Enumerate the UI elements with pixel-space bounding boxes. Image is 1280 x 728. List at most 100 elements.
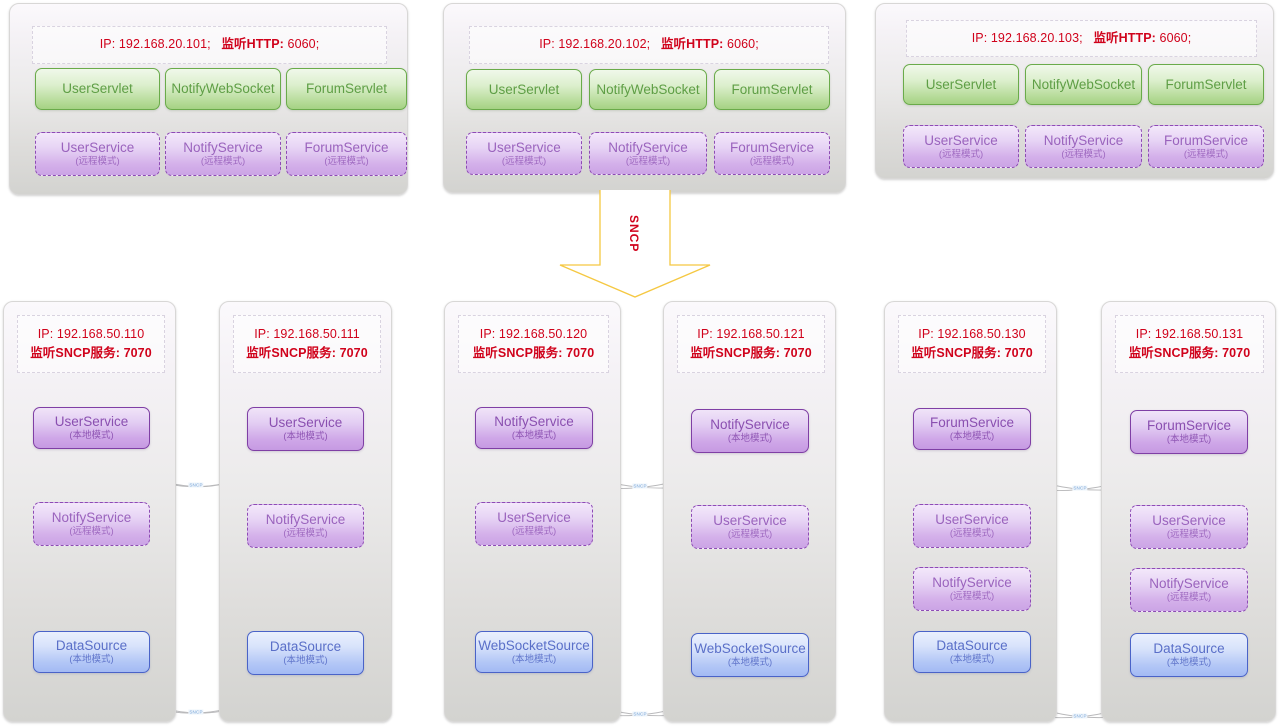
node-ip: IP: 192.168.20.103; xyxy=(971,30,1083,45)
datasource-box[interactable]: WebSocketSource (本地模式) xyxy=(691,633,809,677)
node-ip: IP: 192.168.50.110 xyxy=(37,326,145,341)
service-mode: (远程模式) xyxy=(200,156,246,168)
service-mode: (本地模式) xyxy=(69,430,114,442)
service-mode: (本地模式) xyxy=(283,431,328,443)
node-listen-value: 6060; xyxy=(727,37,759,52)
servlet-name: UserServlet xyxy=(62,81,133,97)
node-listen: 监听SNCP服务: 7070 xyxy=(472,346,595,360)
node-ip-header: IP: 192.168.20.101; 监听HTTP: 6060; xyxy=(32,26,387,64)
link-label: SNCP xyxy=(188,482,204,488)
service-box-remote[interactable]: UserService (远程模式) xyxy=(691,505,809,549)
service-box-local[interactable]: UserService (本地模式) xyxy=(247,407,364,451)
service-node-panel-130: IP: 192.168.50.130 监听SNCP服务: 7070 ForumS… xyxy=(884,301,1057,722)
datasource-mode: (本地模式) xyxy=(69,654,114,666)
service-box-remote[interactable]: UserService (远程模式) xyxy=(35,132,160,176)
service-mode: (远程模式) xyxy=(749,155,795,167)
servlet-box[interactable]: ForumServlet xyxy=(286,68,407,110)
service-name: NotifyService xyxy=(1149,576,1229,592)
datasource-box[interactable]: DataSource (本地模式) xyxy=(33,631,150,673)
service-mode: (本地模式) xyxy=(727,433,773,445)
service-box-remote[interactable]: NotifyService (远程模式) xyxy=(589,132,707,175)
service-mode: (本地模式) xyxy=(511,430,557,442)
datasource-mode: (本地模式) xyxy=(283,655,328,667)
datasource-box[interactable]: DataSource (本地模式) xyxy=(1130,633,1248,677)
link-label: SNCP xyxy=(632,483,648,489)
datasource-mode: (本地模式) xyxy=(1166,657,1212,669)
datasource-name: DataSource xyxy=(1153,641,1225,657)
node-listen: 监听SNCP服务: 7070 xyxy=(1128,346,1251,360)
service-box-local[interactable]: NotifyService (本地模式) xyxy=(691,409,809,453)
node-ip: IP: 192.168.50.130 xyxy=(918,326,1026,341)
node-ip-header: IP: 192.168.50.110 监听SNCP服务: 7070 xyxy=(17,315,165,373)
service-mode: (远程模式) xyxy=(938,148,984,160)
servlet-box[interactable]: NotifyWebSocket xyxy=(165,68,281,110)
web-node-panel-102: IP: 192.168.20.102; 监听HTTP: 6060; UserSe… xyxy=(443,3,846,193)
service-box-local[interactable]: ForumService (本地模式) xyxy=(1130,410,1248,454)
servlet-name: ForumServlet xyxy=(731,81,813,97)
node-ip: IP: 192.168.20.101; xyxy=(99,37,211,52)
node-ip: IP: 192.168.50.121 xyxy=(697,326,805,341)
service-name: UserService xyxy=(1152,513,1226,529)
service-name: NotifyService xyxy=(494,414,574,430)
node-ip-header: IP: 192.168.20.103; 监听HTTP: 6060; xyxy=(906,20,1257,57)
service-name: ForumService xyxy=(304,140,389,156)
servlet-box[interactable]: ForumServlet xyxy=(1148,64,1264,105)
service-mode: (远程模式) xyxy=(949,591,995,603)
service-mode: (远程模式) xyxy=(727,529,773,541)
service-mode: (远程模式) xyxy=(283,528,328,540)
service-mode: (远程模式) xyxy=(949,528,995,540)
service-mode: (远程模式) xyxy=(75,156,120,168)
service-box-local[interactable]: NotifyService (本地模式) xyxy=(475,407,593,449)
servlet-box[interactable]: NotifyWebSocket xyxy=(589,69,707,110)
node-listen: 监听SNCP服务: 7070 xyxy=(246,346,368,360)
node-listen-value: 6060; xyxy=(1159,30,1192,45)
service-name: UserService xyxy=(924,132,998,148)
service-box-remote[interactable]: UserService (远程模式) xyxy=(475,502,593,546)
servlet-name: ForumServlet xyxy=(1165,76,1247,92)
service-box-remote[interactable]: NotifyService (远程模式) xyxy=(913,567,1031,611)
service-name: UserService xyxy=(487,139,561,155)
node-ip-header: IP: 192.168.50.130 监听SNCP服务: 7070 xyxy=(898,315,1046,373)
service-box-remote[interactable]: ForumService (远程模式) xyxy=(1148,125,1264,168)
service-box-remote[interactable]: UserService (远程模式) xyxy=(466,132,582,175)
datasource-box[interactable]: DataSource (本地模式) xyxy=(247,631,364,675)
service-box-remote[interactable]: NotifyService (远程模式) xyxy=(1025,125,1142,168)
datasource-name: WebSocketSource xyxy=(694,641,806,657)
service-box-local[interactable]: ForumService (本地模式) xyxy=(913,408,1031,450)
service-box-remote[interactable]: ForumService (远程模式) xyxy=(286,132,407,176)
service-node-panel-110: IP: 192.168.50.110 监听SNCP服务: 7070 UserSe… xyxy=(3,301,176,722)
datasource-box[interactable]: DataSource (本地模式) xyxy=(913,631,1031,673)
service-name: NotifyService xyxy=(608,139,688,155)
service-node-panel-121: IP: 192.168.50.121 监听SNCP服务: 7070 Notify… xyxy=(663,301,836,722)
service-box-remote[interactable]: NotifyService (远程模式) xyxy=(33,502,150,546)
servlet-box[interactable]: ForumServlet xyxy=(714,69,830,110)
service-mode: (远程模式) xyxy=(511,526,557,538)
service-node-panel-120: IP: 192.168.50.120 监听SNCP服务: 7070 Notify… xyxy=(444,301,621,722)
datasource-box[interactable]: WebSocketSource (本地模式) xyxy=(475,631,593,673)
servlet-box[interactable]: NotifyWebSocket xyxy=(1025,64,1142,105)
servlet-box[interactable]: UserServlet xyxy=(466,69,582,110)
service-name: NotifyService xyxy=(932,575,1012,591)
service-box-remote[interactable]: ForumService (远程模式) xyxy=(714,132,830,175)
node-ip-header: IP: 192.168.20.102; 监听HTTP: 6060; xyxy=(469,26,829,64)
service-box-remote[interactable]: UserService (远程模式) xyxy=(1130,505,1248,549)
node-ip: IP: 192.168.50.131 xyxy=(1135,326,1244,341)
servlet-box[interactable]: UserServlet xyxy=(903,64,1019,105)
service-node-panel-131: IP: 192.168.50.131 监听SNCP服务: 7070 ForumS… xyxy=(1101,301,1276,722)
service-box-local[interactable]: UserService (本地模式) xyxy=(33,407,150,449)
service-box-remote[interactable]: UserService (远程模式) xyxy=(913,504,1031,548)
sncp-arrow xyxy=(545,190,725,305)
service-box-remote[interactable]: NotifyService (远程模式) xyxy=(247,504,364,548)
datasource-name: WebSocketSource xyxy=(478,638,590,654)
service-mode: (本地模式) xyxy=(1166,434,1212,446)
service-name: NotifyService xyxy=(710,417,790,433)
datasource-name: DataSource xyxy=(55,638,128,654)
service-mode: (远程模式) xyxy=(501,155,547,167)
service-box-remote[interactable]: UserService (远程模式) xyxy=(903,125,1019,168)
service-mode: (远程模式) xyxy=(1183,148,1229,160)
sncp-protocol-label: SNCP xyxy=(627,215,641,253)
node-ip-header: IP: 192.168.50.121 监听SNCP服务: 7070 xyxy=(677,315,825,373)
service-box-remote[interactable]: NotifyService (远程模式) xyxy=(165,132,281,176)
service-box-remote[interactable]: NotifyService (远程模式) xyxy=(1130,568,1248,612)
servlet-box[interactable]: UserServlet xyxy=(35,68,160,110)
